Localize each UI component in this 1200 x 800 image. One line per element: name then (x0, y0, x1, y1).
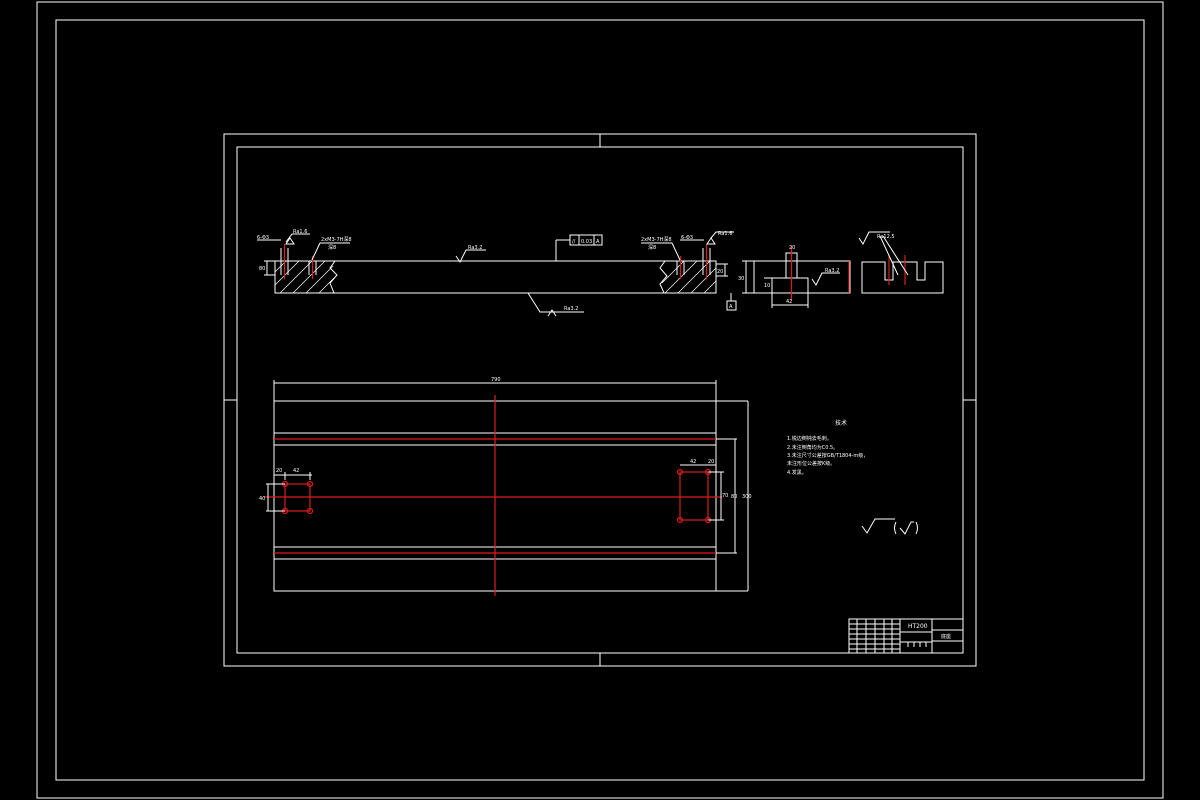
front-view-body (274, 260, 717, 294)
right-section-hatch (659, 260, 717, 294)
drawing-outer-frame (223, 133, 977, 667)
right-thread: 2xM3-7H深8 (641, 236, 672, 243)
right-depth-dim: 20 (717, 269, 723, 275)
right-partial-view: Ra12.5 (858, 231, 944, 294)
top-ra: Ra3.2 (468, 245, 482, 251)
right-dim-c: 70 (722, 493, 728, 499)
tolerance-frame (569, 234, 603, 246)
left-section-hatch (274, 260, 338, 294)
left-thread-sub: 深8 (328, 244, 336, 251)
inner-sheet-border (55, 19, 1145, 781)
tol-value: 0.03 (581, 239, 592, 245)
side-slot-height: 10 (764, 283, 770, 289)
top-view: 790 20 42 40 42 20 70 80 300 (259, 377, 752, 596)
technical-notes: 技术 1.锐边倒钝去毛刺。 2.未注倒角均为C0.5。 3.未注尺寸公差按GB/… (787, 419, 868, 476)
tol-datum: A (596, 239, 600, 245)
left-dim-a: 20 (276, 468, 282, 474)
sheet-frames (36, 1, 1164, 799)
note-item-4: 未注形位公差按K级。 (787, 460, 835, 467)
note-item-5: 4.发黑。 (787, 469, 807, 476)
outer-sheet-border (36, 1, 1164, 799)
left-hole-pattern (284, 483, 311, 512)
left-dim-b: 42 (293, 468, 299, 474)
top-length-dim: 790 (491, 377, 501, 383)
title-block: HT200 底座 (848, 618, 964, 654)
side-height-dim: 30 (738, 276, 744, 282)
left-dim-c: 40 (259, 496, 265, 502)
right-hole-ra: Ra1.6 (718, 231, 732, 237)
side-ra: Ra3.2 (825, 268, 839, 274)
right-ra: Ra12.5 (877, 234, 895, 240)
right-dim-a: 42 (690, 459, 696, 465)
general-roughness (861, 518, 918, 535)
title-material: HT200 (908, 623, 928, 630)
drawing-inner-frame (236, 146, 964, 654)
bottom-ra: Ra3.2 (564, 306, 578, 312)
side-view: 30 20 10 42 Ra3.2 (738, 245, 851, 308)
side-slot-dim: 20 (789, 245, 795, 251)
tol-symbol: // (572, 239, 576, 245)
right-hole-pattern (679, 471, 709, 521)
note-item-2: 2.未注倒角均为C0.5。 (787, 444, 838, 451)
right-hole-dim: 6-Φ3 (681, 235, 693, 241)
title-block-frame (848, 618, 964, 654)
left-thread: 2xM3-7H深8 (321, 236, 352, 243)
side-width-dim: 42 (786, 299, 792, 305)
datum-label: A (729, 304, 733, 310)
right-dim-b: 20 (708, 459, 714, 465)
left-hole-ra: Ra1.6 (293, 229, 307, 235)
front-view: 80 6-Φ3 Ra1.6 2xM3-7H深8 深8 Ra3.2 // 0.03… (257, 229, 737, 317)
right-thread-sub: 深8 (648, 244, 656, 251)
notes-title: 技术 (835, 419, 847, 427)
datum-box (726, 300, 737, 311)
note-item-3: 3.未注尺寸公差按GB/T1804-m级， (787, 452, 868, 459)
side-view-body (753, 260, 851, 294)
note-item-1: 1.锐边倒钝去毛刺。 (787, 435, 832, 442)
overall-height-dim: 300 (742, 494, 752, 500)
left-hole-dim: 6-Φ3 (257, 235, 269, 241)
front-height-dim: 80 (259, 266, 265, 272)
title-part-name: 底座 (941, 633, 951, 640)
right-dim-d: 80 (731, 494, 737, 500)
